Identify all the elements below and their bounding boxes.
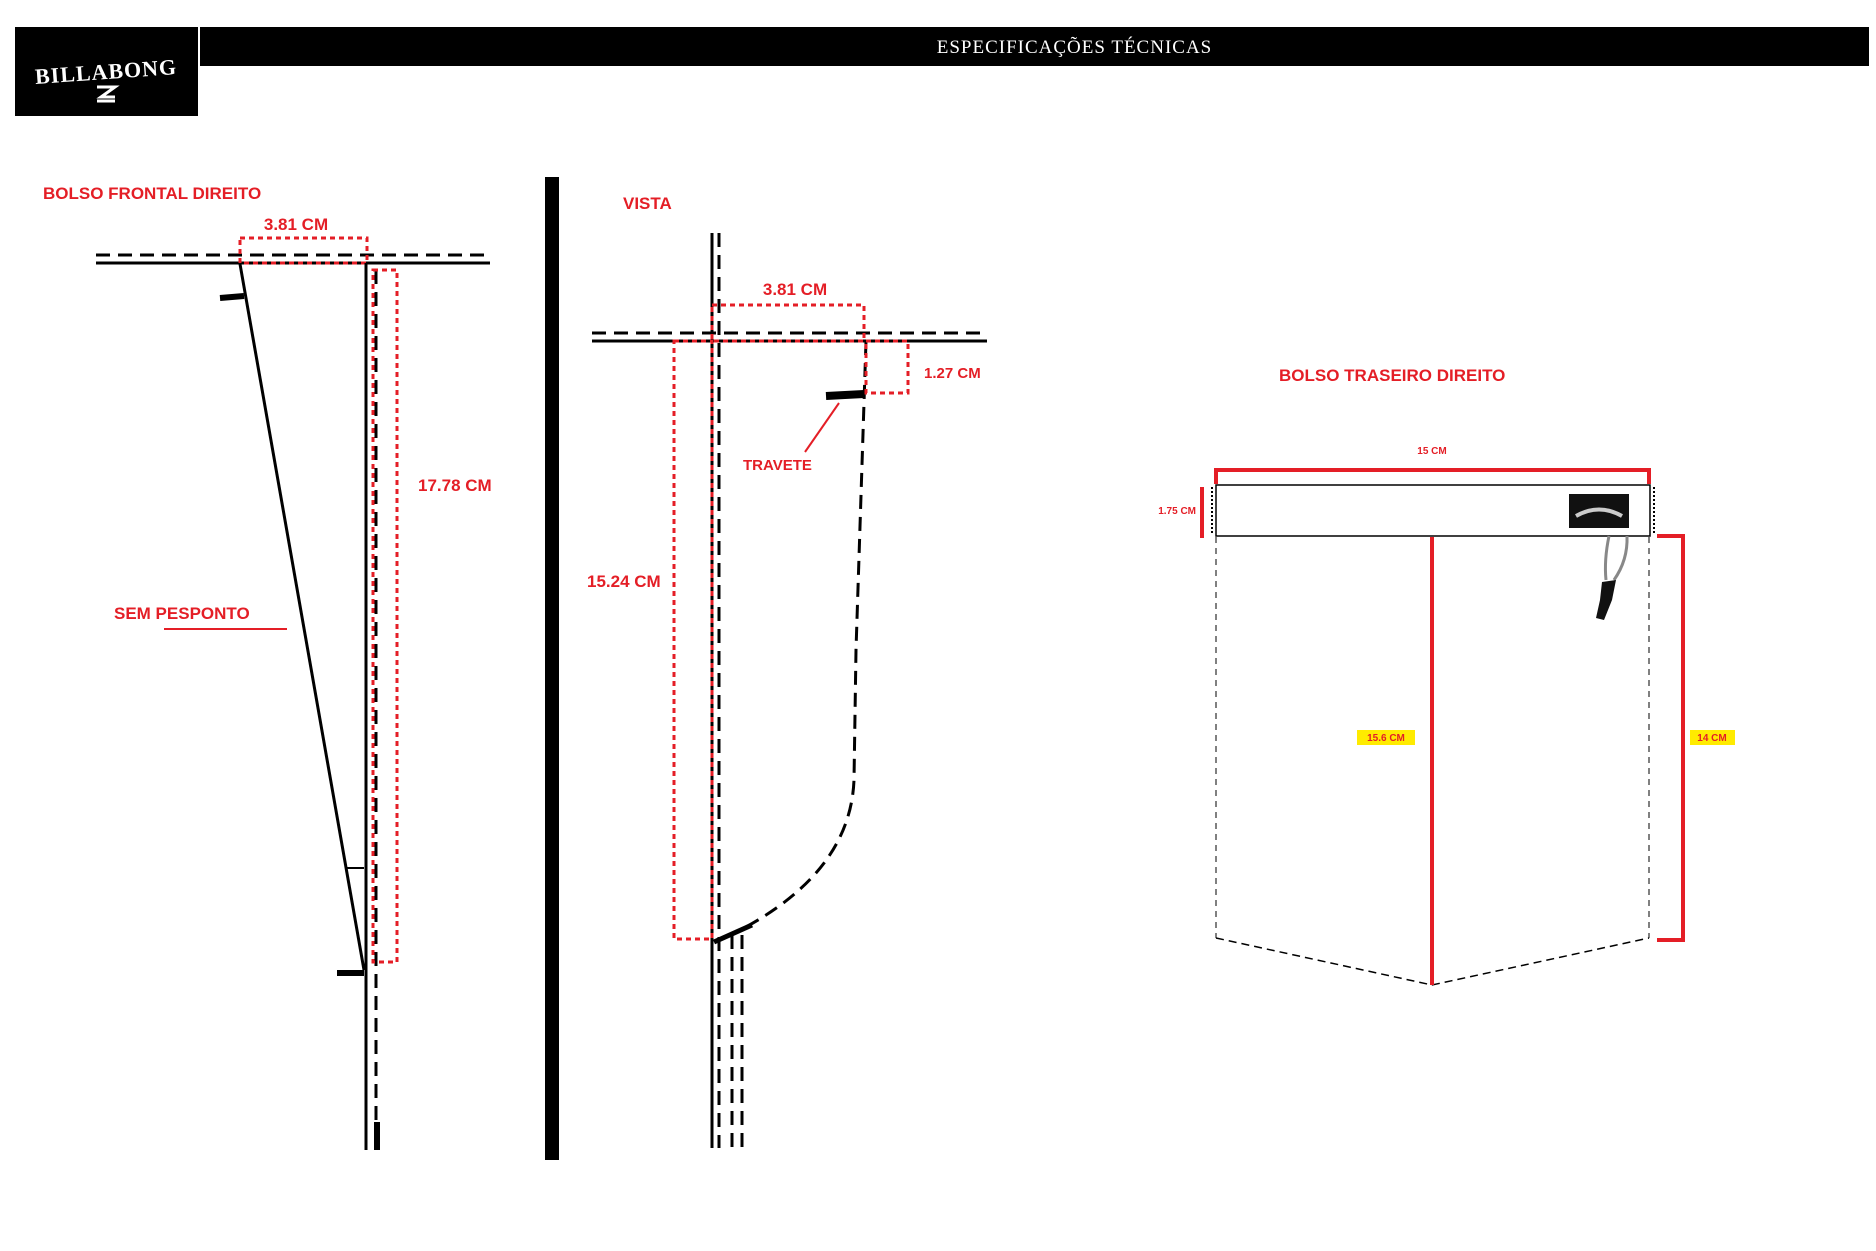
band-height-label: 1.75 CM: [1158, 506, 1196, 517]
view-top-bartack: [825, 390, 865, 400]
view-top-width-label: 3.81 CM: [763, 280, 827, 299]
pocket-opening-edge: [238, 263, 366, 971]
top-width-dimension-box: [238, 236, 369, 265]
view-height-label: 15.24 CM: [587, 572, 661, 591]
back-pocket-section: BOLSO TRASEIRO DIREITO 15 CM 1.75 CM 15.…: [1158, 366, 1735, 986]
front-top-width-label: 3.81 CM: [264, 215, 328, 234]
back-pocket-title: BOLSO TRASEIRO DIREITO: [1279, 366, 1505, 385]
side-offset-label: 1.27 CM: [924, 365, 981, 382]
seam-end-tack: [374, 1122, 380, 1150]
page-title: ESPECIFICAÇÕES TÉCNICAS: [200, 27, 1869, 66]
side-height-dimension: [1657, 534, 1685, 942]
top-bartack: [219, 293, 245, 301]
height-dimension-box: [371, 268, 399, 964]
front-pocket-section: BOLSO FRONTAL DIREITO 3.81 CM 17.78 CM S…: [43, 184, 492, 1150]
pocket-bag-outline: [719, 340, 868, 942]
patch-logo-icon: [1575, 507, 1623, 518]
no-topstitch-label: SEM PESPONTO: [114, 604, 250, 623]
view-bottom-bartack: [712, 922, 754, 945]
billabong-logo-icon: BILLABONG: [34, 54, 178, 103]
side-offset-dimension-box: [864, 339, 910, 395]
view-top-dimension-box: [710, 303, 866, 343]
side-height-highlight: [1690, 730, 1735, 745]
view-title: VISTA: [623, 194, 672, 213]
cord-toggle-icon: [1596, 580, 1616, 620]
cord-right-icon: [1612, 535, 1629, 581]
front-height-label: 17.78 CM: [418, 476, 492, 495]
center-height-label: 15.6 CM: [1367, 733, 1405, 744]
side-height-label: 14 CM: [1697, 733, 1726, 744]
bartack-label: TRAVETE: [743, 457, 812, 474]
cord-left-icon: [1603, 535, 1611, 581]
back-width-dimension: [1214, 468, 1651, 484]
center-height-highlight: [1357, 730, 1415, 745]
view-height-dimension-box: [672, 339, 714, 941]
front-pocket-title: BOLSO FRONTAL DIREITO: [43, 184, 261, 203]
bartack-leader: [804, 402, 840, 453]
view-section: VISTA 3.81 CM 1.27 CM TRAVETE 15.24 CM: [587, 194, 987, 1148]
brand-logo: BILLABONG: [15, 27, 198, 116]
section-divider: [545, 177, 559, 1160]
back-width-label: 15 CM: [1417, 446, 1446, 457]
